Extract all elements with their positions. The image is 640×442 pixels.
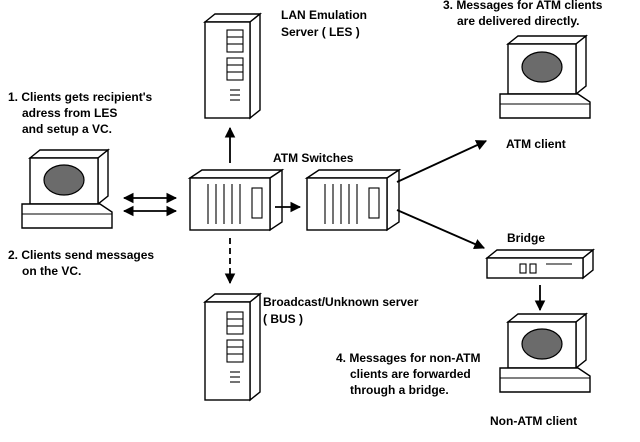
step4-line1: 4. Messages for non-ATM xyxy=(336,351,480,365)
step4-line2: clients are forwarded xyxy=(350,367,471,381)
step1-line3: and setup a VC. xyxy=(22,122,112,136)
switch-to-bridge-arrow xyxy=(396,209,485,250)
atm-switch-2-icon xyxy=(304,168,402,232)
step3-line1: 3. Messages for ATM clients xyxy=(443,0,603,12)
step3-line2: are delivered directly. xyxy=(457,14,580,28)
bridge-label: Bridge xyxy=(507,231,545,245)
bridge-icon xyxy=(485,248,595,280)
atm-switch-1-icon xyxy=(187,168,285,232)
left-client-computer-icon xyxy=(21,148,113,229)
les-label-line1: LAN Emulation xyxy=(281,8,367,22)
atm-client-label: ATM client xyxy=(506,137,566,151)
non-atm-client-label: Non-ATM client xyxy=(490,414,577,428)
step1-line1: 1. Clients gets recipient's xyxy=(8,90,153,104)
atm-switches-label: ATM Switches xyxy=(273,151,354,165)
atm-client-computer-icon xyxy=(499,34,591,119)
bus-label-line2: ( BUS ) xyxy=(263,312,303,326)
step2-line1: 2. Clients send messages xyxy=(8,248,154,262)
step4-line3: through a bridge. xyxy=(350,383,449,397)
switch-to-atm-client-arrow xyxy=(396,140,487,183)
step2-line2: on the VC. xyxy=(22,264,81,278)
bus-server-icon xyxy=(203,292,262,402)
step1-line2: adress from LES xyxy=(22,106,117,120)
bus-label-line1: Broadcast/Unknown server xyxy=(263,295,419,309)
les-label-line2: Server ( LES ) xyxy=(281,25,360,39)
non-atm-client-computer-icon xyxy=(499,312,591,393)
les-server-icon xyxy=(203,12,262,120)
